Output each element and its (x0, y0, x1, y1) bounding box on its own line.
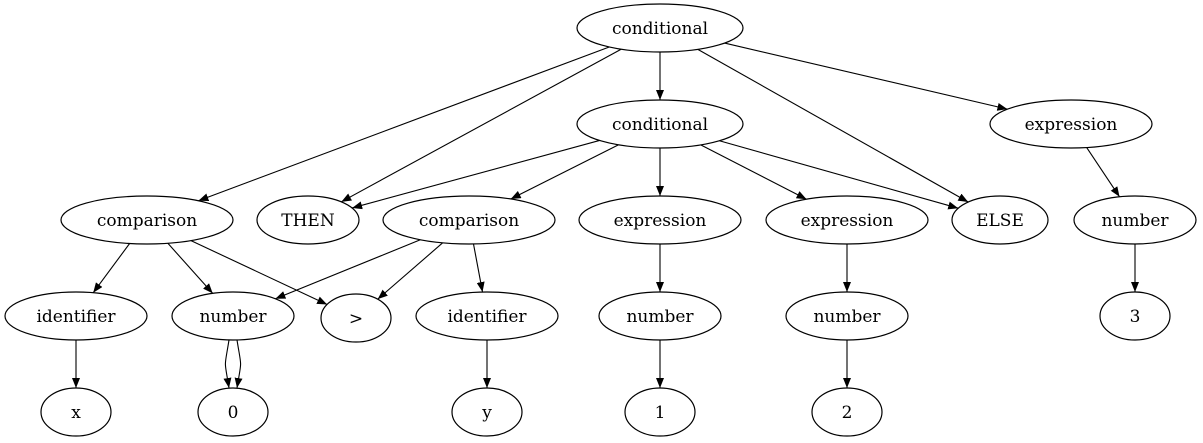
node-ellipse (576, 99, 744, 149)
node-ellipse (40, 387, 112, 437)
edge-cond_top-to-else (697, 48, 969, 203)
node-three: 3 (1099, 291, 1171, 341)
node-ident-m: identifier (415, 291, 559, 341)
node-label: number (813, 307, 881, 327)
node-cond-mid: conditional (576, 99, 744, 149)
node-label: y (481, 403, 492, 423)
node-one: 1 (624, 387, 696, 437)
edge-cond_mid-to-expr_2 (700, 144, 807, 200)
node-label: conditional (612, 115, 708, 135)
node-label: expression (614, 211, 707, 231)
node-num-1: number (598, 291, 722, 341)
node-ellipse (576, 3, 744, 53)
node-ellipse (624, 387, 696, 437)
nodes-layer: conditional conditional expression comparis… (4, 3, 1197, 437)
node-ellipse (989, 99, 1153, 149)
node-expr-2: expression (765, 195, 929, 245)
edge-cond_mid-to-comp_m (510, 144, 619, 200)
node-comp-m: comparison (382, 195, 556, 245)
node-label: identifier (447, 307, 527, 327)
node-num-0: number (171, 291, 295, 341)
edge-num_0-to-zero (223, 339, 232, 389)
node-label: number (626, 307, 694, 327)
node-label: x (71, 403, 81, 423)
edge-comp_m-to-ident_m (472, 243, 485, 293)
node-gt: > (320, 293, 392, 343)
edge-cond_top-to-expr_r (724, 42, 1008, 111)
node-else: ELSE (951, 195, 1049, 245)
node-ellipse (197, 387, 269, 437)
edge-comp_l-to-gt (190, 240, 328, 305)
node-label: 2 (842, 403, 853, 423)
node-label: 3 (1130, 307, 1141, 327)
node-label: conditional (612, 19, 708, 39)
node-expr-1: expression (578, 195, 742, 245)
edge-comp_l-to-num_0 (167, 242, 214, 294)
node-ellipse (415, 291, 559, 341)
node-ellipse (1073, 195, 1197, 245)
edge-comp_m-to-gt (377, 242, 444, 300)
node-ellipse (598, 291, 722, 341)
node-label: expression (1025, 115, 1118, 135)
edge-expr_r-to-num_r (1086, 147, 1120, 198)
node-ellipse (785, 291, 909, 341)
node-ellipse (171, 291, 295, 341)
node-label: comparison (419, 211, 519, 231)
edge-cond_top-to-then (341, 48, 622, 203)
node-ellipse (382, 195, 556, 245)
node-ellipse (1099, 291, 1171, 341)
node-ellipse (578, 195, 742, 245)
node-two: 2 (811, 387, 883, 437)
edge-cond_mid-to-then (351, 139, 600, 210)
node-label: 0 (228, 403, 239, 423)
edges-layer (72, 42, 1139, 389)
node-ellipse (320, 293, 392, 343)
node-label: ELSE (976, 211, 1024, 231)
node-comp-l: comparison (60, 195, 234, 245)
node-label: number (1101, 211, 1169, 231)
node-num-2: number (785, 291, 909, 341)
node-cond-top: conditional (576, 3, 744, 53)
node-label: 1 (655, 403, 666, 423)
node-ellipse (256, 195, 360, 245)
edge-comp_l-to-ident_l (92, 243, 131, 294)
node-label: > (349, 309, 363, 329)
node-ellipse (60, 195, 234, 245)
node-label: comparison (97, 211, 197, 231)
node-num-r: number (1073, 195, 1197, 245)
node-then: THEN (256, 195, 360, 245)
node-ellipse (765, 195, 929, 245)
node-ellipse (4, 291, 148, 341)
node-expr-r: expression (989, 99, 1153, 149)
node-x: x (40, 387, 112, 437)
node-zero: 0 (197, 387, 269, 437)
node-ellipse (451, 387, 523, 437)
node-label: number (199, 307, 267, 327)
edge-comp_m-to-num_0 (275, 239, 421, 300)
node-ellipse (951, 195, 1049, 245)
node-label: expression (801, 211, 894, 231)
edge-num_0-to-zero (234, 339, 243, 389)
node-label: THEN (281, 211, 335, 231)
node-y: y (451, 387, 523, 437)
node-ellipse (811, 387, 883, 437)
node-ident-l: identifier (4, 291, 148, 341)
node-label: identifier (36, 307, 116, 327)
edge-cond_top-to-comp_l (198, 46, 610, 202)
edge-cond_mid-to-else (719, 140, 959, 210)
